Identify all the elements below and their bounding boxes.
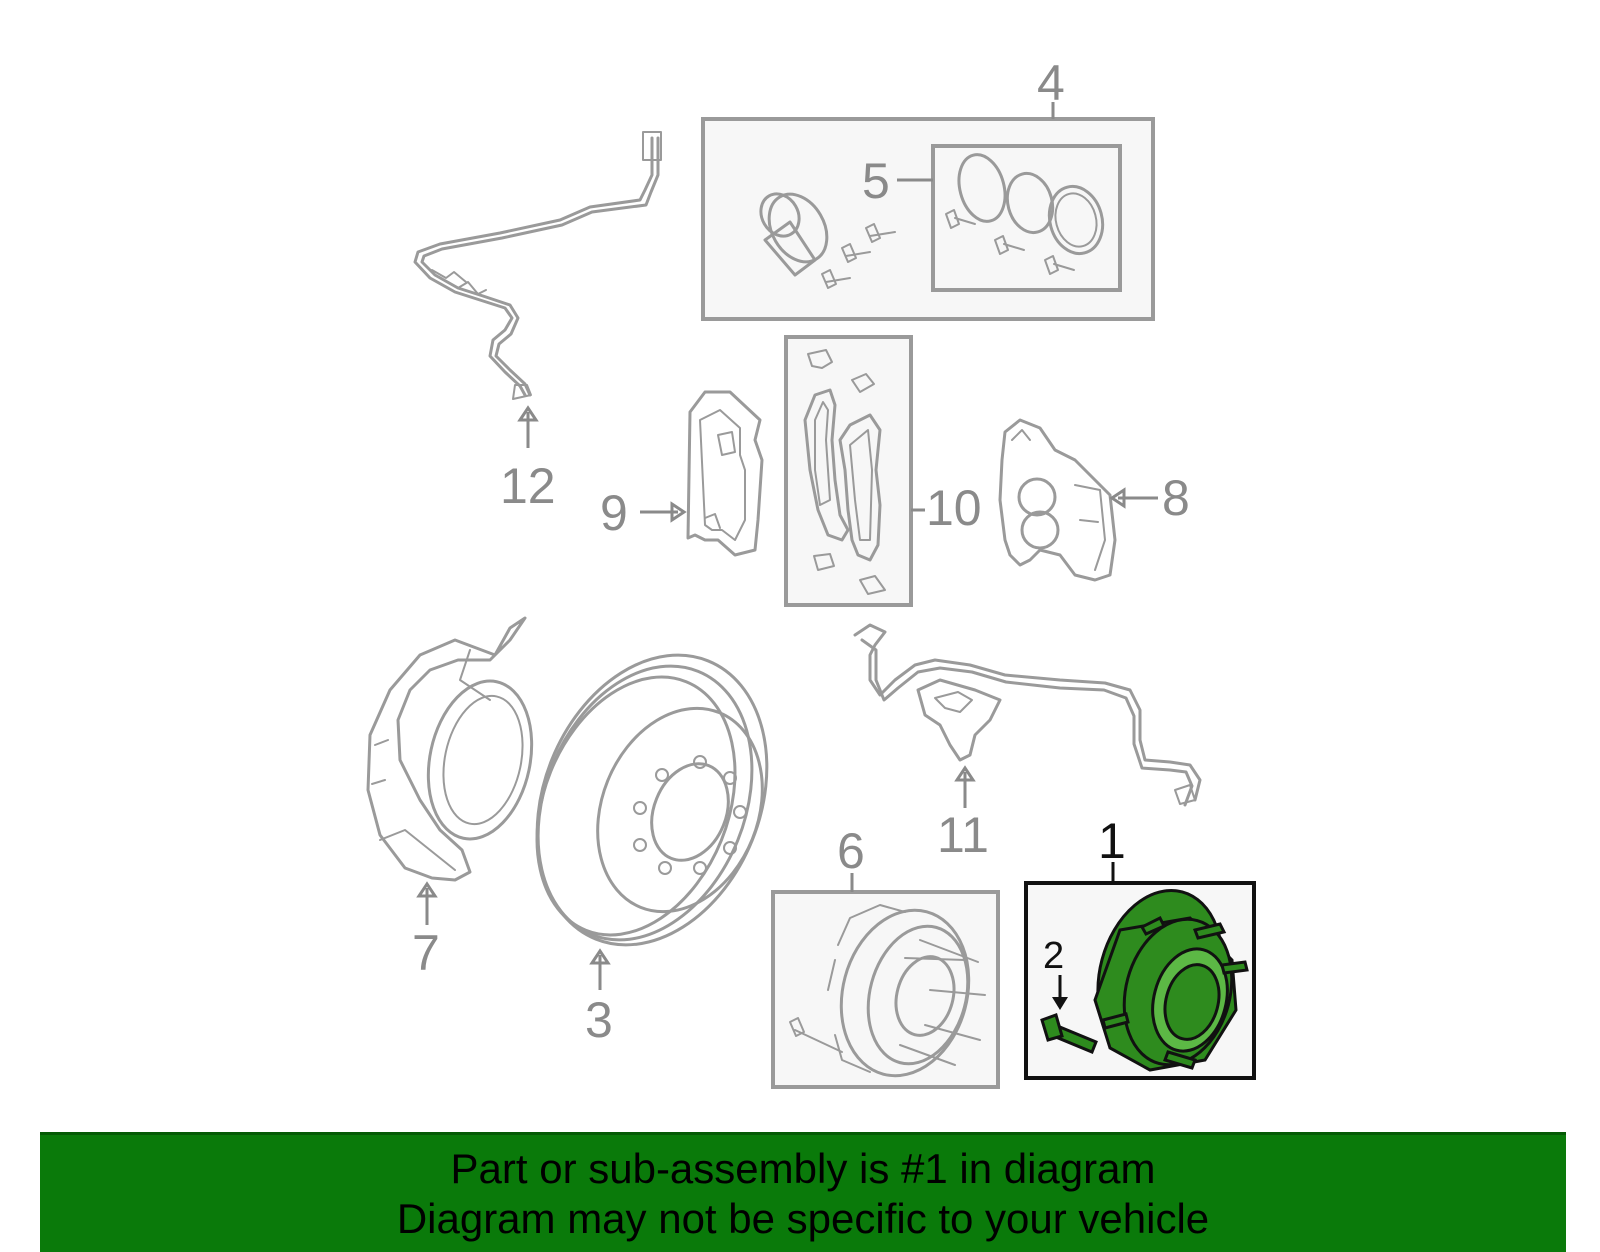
callout-10: 10 — [926, 480, 982, 536]
info-banner: Part or sub-assembly is #1 in diagram Di… — [40, 1132, 1566, 1252]
part-11-brake-hose[interactable] — [853, 623, 1202, 807]
part-12-abs-sensor[interactable] — [413, 131, 662, 400]
callout-9: 9 — [600, 485, 628, 541]
part-10-brake-pads[interactable] — [784, 335, 925, 607]
part-7-splash-shield[interactable] — [366, 616, 546, 882]
part-9-caliper-bracket[interactable] — [686, 390, 764, 557]
callout-8: 8 — [1162, 470, 1190, 526]
part-8-caliper[interactable] — [998, 418, 1117, 582]
part-1-hub-bearing[interactable] — [1024, 862, 1256, 1080]
callout-12: 12 — [500, 458, 556, 514]
part-3-rotor[interactable] — [496, 620, 809, 979]
callout-4: 4 — [1037, 55, 1065, 111]
part-5-seal-kit[interactable] — [897, 144, 1122, 292]
callout-5: 5 — [862, 153, 890, 209]
part-6-hub-assembly[interactable] — [771, 873, 1000, 1090]
callout-6: 6 — [837, 823, 865, 879]
callout-7: 7 — [412, 925, 440, 981]
banner-line-2: Diagram may not be specific to your vehi… — [396, 1194, 1210, 1242]
callout-3: 3 — [585, 992, 613, 1048]
banner-line-1: Part or sub-assembly is #1 in diagram — [450, 1144, 1156, 1192]
callout-1: 1 — [1098, 813, 1126, 869]
callout-2: 2 — [1043, 935, 1064, 977]
callout-11: 11 — [937, 807, 989, 863]
part-2-wheel-stud[interactable] — [1040, 975, 1098, 1054]
